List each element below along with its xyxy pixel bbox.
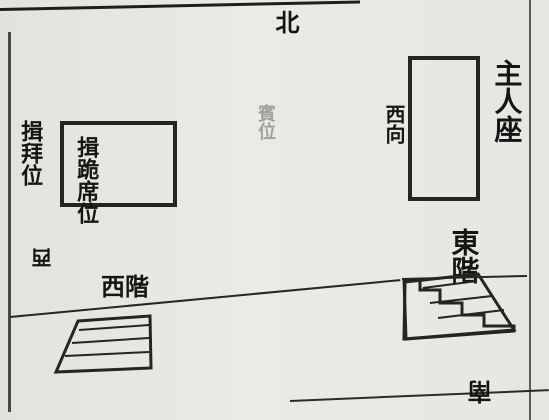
east-stair-frame (402, 272, 517, 341)
west-stair-step-3 (64, 351, 150, 357)
bow-position-label: 揖拜位 (17, 120, 44, 186)
center-faint-mark: 賓位 (255, 104, 276, 140)
kneel-seat-box (60, 121, 177, 207)
east-stair-step-2 (429, 295, 493, 304)
west-stair-step-1 (78, 324, 150, 331)
west-facing-label: 西向 (382, 104, 406, 144)
host-seat-label: 主人座 (490, 59, 524, 143)
north-label: 北 (271, 10, 300, 34)
west-stair-frame (53, 314, 153, 374)
east-stair-step-3 (437, 309, 505, 319)
east-stair-step-1 (422, 280, 478, 289)
left-border (8, 32, 11, 412)
west-stair-step-2 (71, 337, 150, 344)
host-seat-box (408, 56, 480, 201)
kneel-seat-label: 揖跪席位 (73, 136, 100, 224)
right-border (529, 0, 531, 420)
west-steps-label: 西階 (101, 272, 149, 301)
